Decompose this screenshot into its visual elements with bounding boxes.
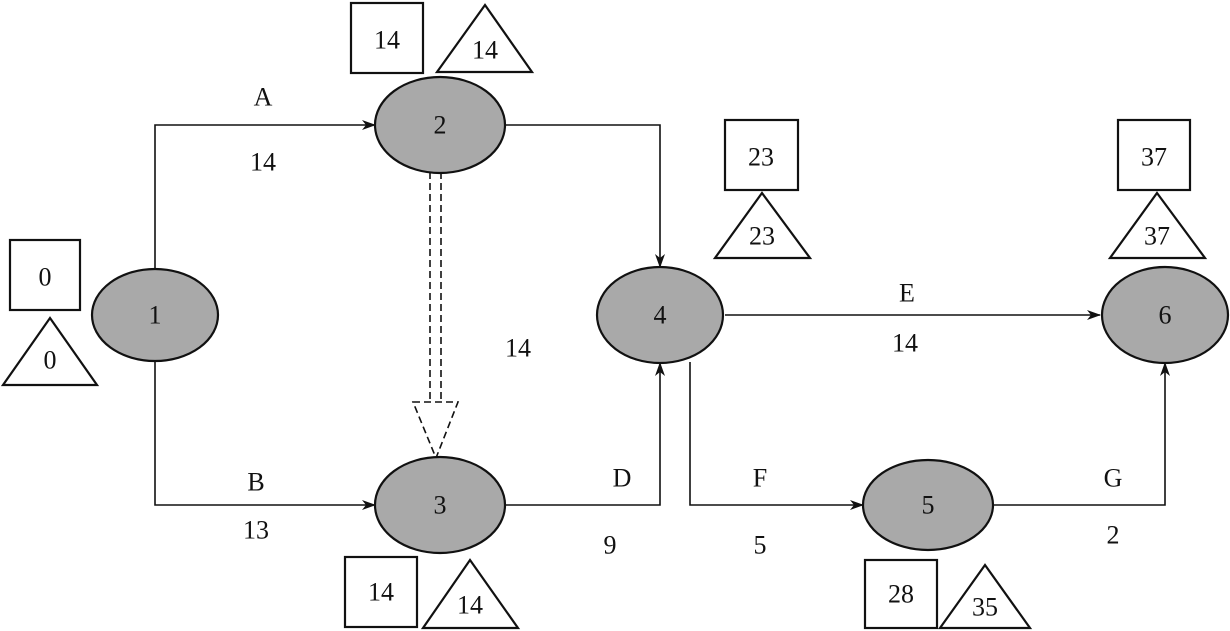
- node-5-times: 28 35: [863, 558, 1033, 630]
- edge-b-duration: 13: [243, 516, 269, 545]
- node-3-label: 3: [434, 491, 447, 520]
- edge-a: [154, 120, 376, 270]
- node-3-times: 14 14: [343, 555, 521, 630]
- node-1: 1: [90, 267, 220, 363]
- edge-d-label: D: [613, 464, 632, 493]
- edge-f-label: F: [753, 464, 767, 493]
- dummy-edge-2-3: [411, 172, 460, 461]
- node-1-latest: 0: [44, 346, 57, 375]
- node-5: 5: [861, 458, 995, 552]
- edge-g: [993, 362, 1170, 506]
- edge-e-duration: 14: [892, 329, 918, 358]
- edge-a-duration: 14: [250, 148, 276, 177]
- node-4: 4: [595, 265, 725, 365]
- edge-a-label: A: [254, 83, 273, 112]
- node-3: 3: [373, 455, 507, 555]
- node-1-label: 1: [149, 301, 162, 330]
- edge-d-duration: 9: [604, 531, 617, 560]
- node-1-earliest: 0: [39, 263, 52, 292]
- node-5-label: 5: [922, 491, 935, 520]
- edge-2-4: [505, 124, 665, 268]
- node-5-latest: 35: [972, 593, 998, 622]
- edge-e-label: E: [899, 279, 915, 308]
- node-3-earliest: 14: [368, 578, 394, 607]
- node-4-latest: 23: [749, 222, 775, 251]
- node-6-label: 6: [1159, 301, 1172, 330]
- edge-f-duration: 5: [754, 531, 767, 560]
- edge-g-duration: 2: [1107, 521, 1120, 550]
- node-2: 2: [373, 75, 507, 175]
- edge-g-label: G: [1104, 464, 1123, 493]
- node-4-label: 4: [654, 301, 667, 330]
- node-1-times: 0 0: [0, 238, 100, 387]
- node-6-times: 37 37: [1107, 118, 1208, 260]
- edge-d: [505, 362, 665, 506]
- node-4-times: 23 23: [712, 118, 813, 260]
- node-6-latest: 37: [1144, 222, 1170, 251]
- node-6: 6: [1100, 265, 1230, 365]
- edge-b-label: B: [247, 468, 264, 497]
- node-6-earliest: 37: [1141, 143, 1167, 172]
- node-3-latest: 14: [457, 591, 483, 620]
- node-2-label: 2: [434, 111, 447, 140]
- node-2-latest: 14: [472, 36, 498, 65]
- node-4-earliest: 23: [748, 143, 774, 172]
- edge-b: [154, 362, 376, 510]
- edge-2-4-duration: 14: [505, 334, 531, 363]
- node-5-earliest: 28: [888, 580, 914, 609]
- node-2-times: 14 14: [349, 1, 535, 75]
- edge-f: [689, 362, 864, 510]
- node-2-earliest: 14: [374, 26, 400, 55]
